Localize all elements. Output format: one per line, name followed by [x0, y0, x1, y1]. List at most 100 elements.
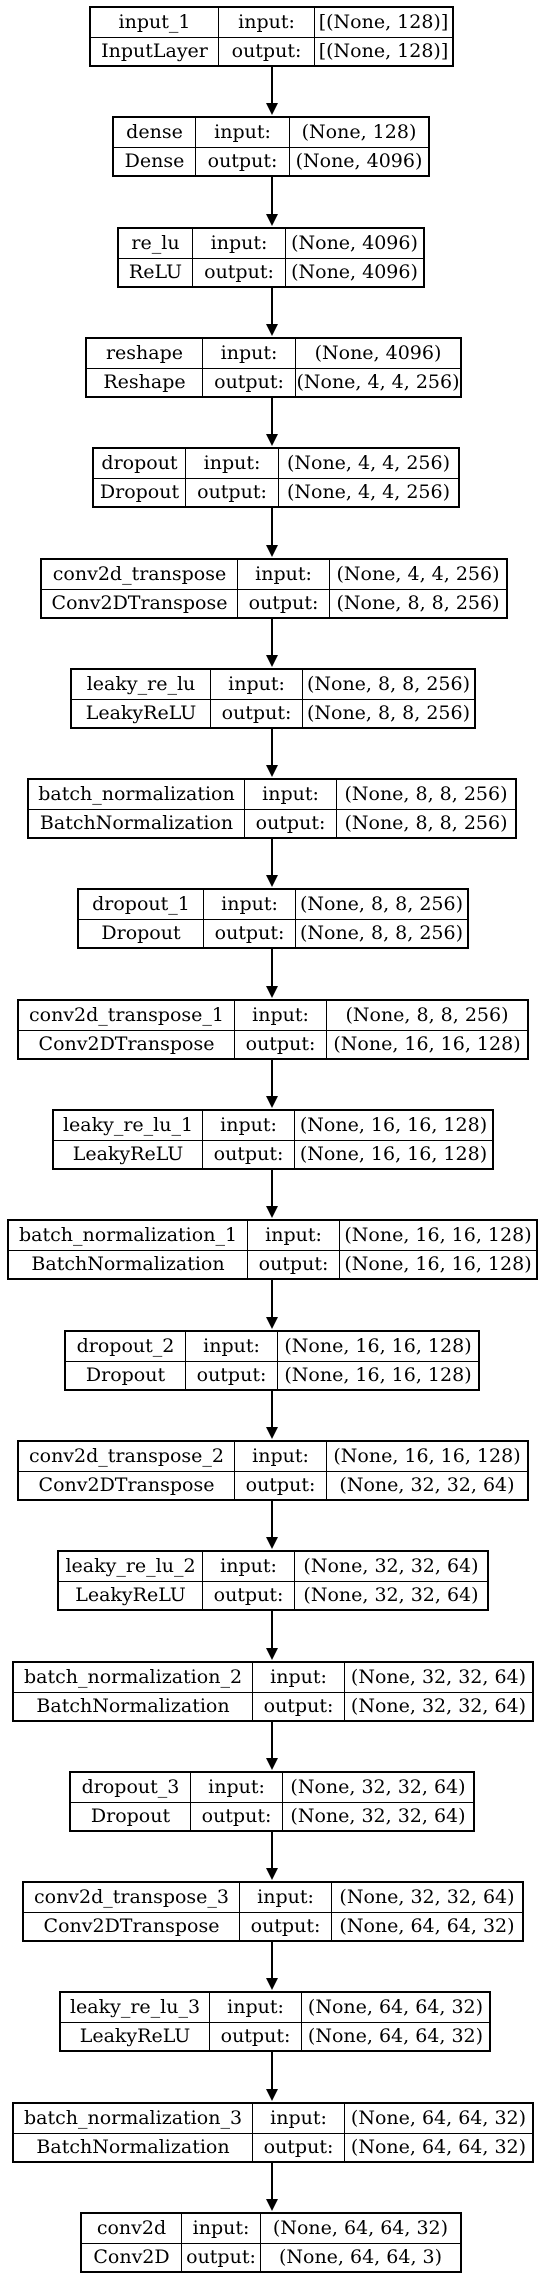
- input-shape: (None, 8, 8, 256): [302, 670, 474, 699]
- arrowhead-icon: [266, 434, 278, 446]
- arrowhead-icon: [266, 103, 278, 115]
- output-shape: (None, 8, 8, 256): [295, 919, 467, 947]
- layer-name: conv2d_transpose_2: [28, 1444, 225, 1467]
- output-shape: (None, 32, 32, 64): [344, 1692, 532, 1720]
- output-label: output:: [185, 1361, 277, 1389]
- arrowhead-icon: [266, 2089, 278, 2101]
- layer-type: Dropout: [90, 1804, 171, 1827]
- layer-name: conv2d_transpose_1: [28, 1003, 225, 1026]
- input-shape: (None, 16, 16, 128): [294, 1111, 492, 1140]
- layer-name: dropout_1: [92, 892, 190, 915]
- output-shape: (None, 64, 64, 3): [260, 2243, 460, 2271]
- arrowhead-icon: [266, 1096, 278, 1108]
- layer-name: re_lu: [131, 231, 180, 254]
- layer-type: Dropout: [99, 480, 180, 503]
- layer-type: LeakyReLU: [72, 1142, 184, 1165]
- output-shape: (None, 32, 32, 64): [282, 1802, 473, 1830]
- layer-type: Conv2DTranspose: [38, 1032, 215, 1055]
- layer-name: dropout_3: [81, 1775, 180, 1798]
- output-shape: (None, 4096): [289, 147, 428, 175]
- input-shape: (None, 32, 32, 64): [282, 1773, 473, 1802]
- input-shape: (None, 64, 64, 32): [301, 1993, 489, 2022]
- input-shape: (None, 4, 4, 256): [329, 560, 506, 589]
- input-shape: (None, 32, 32, 64): [331, 1883, 522, 1912]
- output-shape: (None, 16, 16, 128): [294, 1140, 492, 1168]
- layer-type: LeakyReLU: [79, 2024, 191, 2047]
- layer-name: batch_normalization_1: [18, 1223, 238, 1246]
- layer-name: batch_normalization_3: [23, 2106, 243, 2129]
- input-label: input:: [239, 1883, 331, 1912]
- input-label: input:: [252, 2104, 344, 2133]
- input-shape: (None, 16, 16, 128): [339, 1221, 536, 1250]
- input-shape: (None, 16, 16, 128): [277, 1332, 478, 1361]
- output-label: output:: [181, 2243, 260, 2271]
- output-shape: (None, 16, 16, 128): [326, 1030, 527, 1058]
- arrowhead-icon: [266, 1648, 278, 1660]
- layer-name: leaky_re_lu_2: [65, 1554, 196, 1577]
- layer-row: Dropout output:(None, 32, 32, 64): [71, 1801, 473, 1830]
- input-label: input:: [234, 1442, 326, 1471]
- output-label: output:: [247, 1250, 339, 1278]
- output-label: output:: [209, 2022, 301, 2050]
- output-shape: (None, 4, 4, 256): [278, 478, 458, 506]
- arrowhead-icon: [266, 2199, 278, 2211]
- input-label: input:: [185, 449, 278, 478]
- arrowhead-icon: [266, 324, 278, 336]
- output-shape: (None, 32, 32, 64): [294, 1581, 487, 1609]
- output-label: output:: [190, 1802, 282, 1830]
- layer-node-batch-normalization-3: batch_normalization_3 input:(None, 64, 64…: [12, 2102, 534, 2163]
- input-label: input:: [209, 1993, 301, 2022]
- output-label: output:: [234, 1030, 326, 1058]
- layer-row: conv2d_transpose_3 input:(None, 32, 32, 6…: [24, 1883, 522, 1912]
- output-label: output:: [252, 1692, 344, 1720]
- layer-name: reshape: [105, 341, 184, 364]
- input-label: input:: [202, 339, 295, 368]
- arrowhead-icon: [266, 1317, 278, 1329]
- input-label: input:: [185, 1332, 277, 1361]
- layer-name: conv2d_transpose_3: [33, 1885, 230, 1908]
- output-label: output:: [202, 1581, 294, 1609]
- output-shape: (None, 8, 8, 256): [329, 589, 506, 617]
- output-label: output:: [239, 1912, 331, 1940]
- layer-type: LeakyReLU: [85, 701, 197, 724]
- input-shape: (None, 4, 4, 256): [278, 449, 458, 478]
- output-shape: (None, 64, 64, 32): [344, 2133, 532, 2161]
- input-shape: (None, 32, 32, 64): [294, 1552, 487, 1581]
- input-shape: (None, 128): [289, 118, 428, 147]
- layer-type: Dropout: [101, 921, 181, 944]
- layer-name: conv2d: [96, 2216, 167, 2239]
- layer-name: leaky_re_lu_1: [62, 1113, 194, 1136]
- input-label: input:: [252, 1663, 344, 1692]
- arrowhead-icon: [266, 875, 278, 887]
